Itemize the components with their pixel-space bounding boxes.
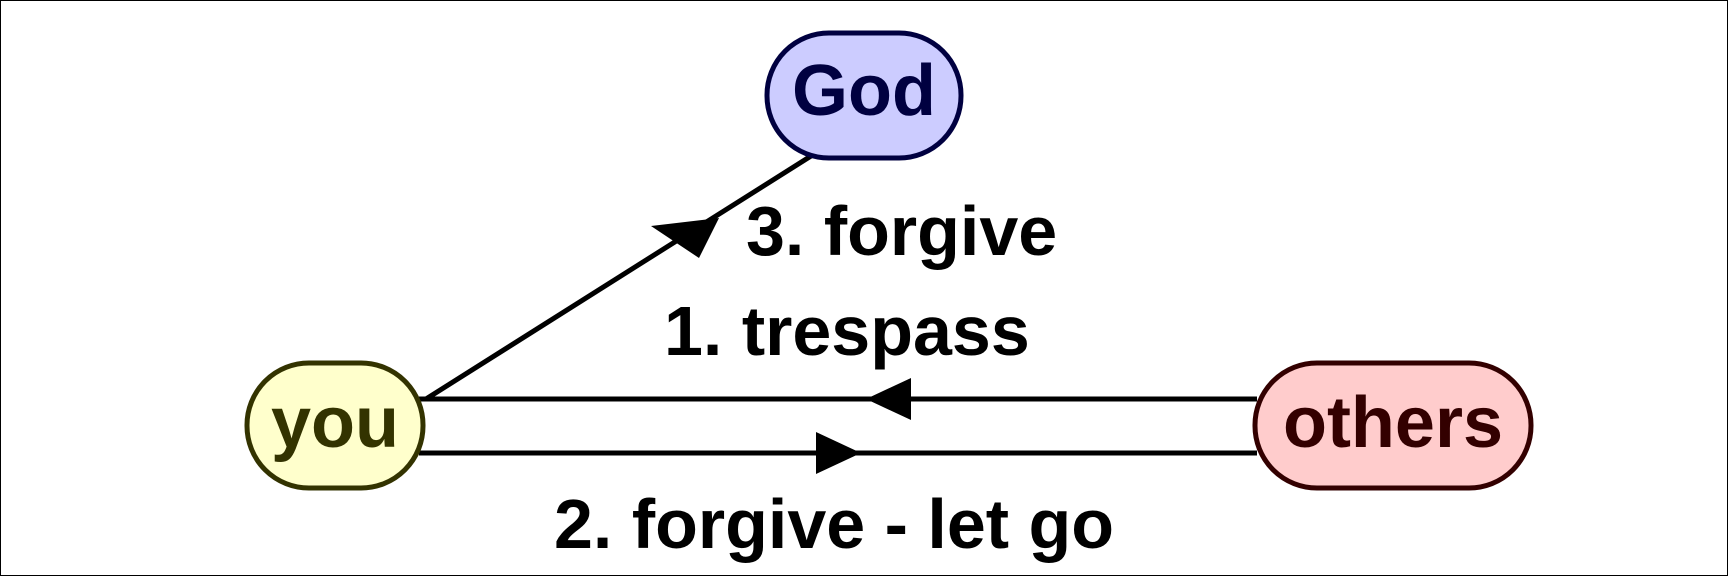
- edge-label-forgive-let-go: 2. forgive - let go: [554, 485, 1114, 563]
- node-you-label: you: [271, 383, 399, 463]
- edge-line-god-you: [424, 153, 813, 402]
- node-you: you: [244, 360, 426, 491]
- edge-others-to-you: [419, 378, 1257, 420]
- node-god-shape: [764, 30, 964, 161]
- edge-label-trespass: 1. trespass: [664, 292, 1030, 370]
- node-god: God: [764, 30, 964, 161]
- node-you-shape: [244, 360, 426, 491]
- node-others-label: others: [1283, 383, 1503, 463]
- edge-you-to-others: [419, 432, 1257, 474]
- node-god-label: God: [792, 51, 936, 131]
- node-others: others: [1252, 360, 1534, 491]
- arrowhead-you-others: [816, 432, 861, 474]
- arrowhead-god-you: [651, 218, 719, 258]
- edge-label-forgive-god: 3. forgive: [746, 192, 1057, 270]
- arrowhead-others-you: [866, 378, 911, 420]
- node-others-shape: [1252, 360, 1534, 491]
- edge-god-to-you: [424, 153, 813, 402]
